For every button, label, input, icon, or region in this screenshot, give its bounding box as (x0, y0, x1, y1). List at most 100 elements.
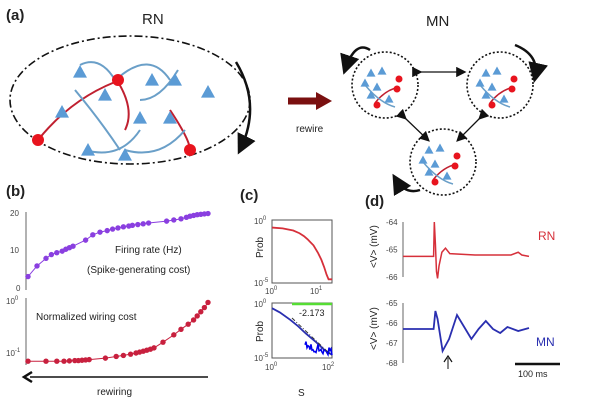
firing-rate-point (146, 220, 151, 225)
firing-rate-point (178, 216, 183, 221)
neuron-node (32, 134, 44, 146)
neuron-node (184, 144, 196, 156)
spike-cost-label: (Spike-generating cost) (87, 265, 190, 276)
wiring-cost-point (178, 327, 183, 332)
neuron-node (112, 74, 124, 86)
neuron-triangle (482, 69, 491, 77)
firing-rate-point (171, 217, 176, 222)
neuron-triangle (443, 172, 452, 180)
connection (118, 82, 129, 130)
d-top-ytick: -66 (386, 273, 398, 282)
slope-annotation: -2.173 (299, 308, 325, 318)
firing-rate-point (205, 211, 210, 216)
firing-rate-point (135, 222, 140, 227)
neuron-node (374, 102, 381, 109)
c-xtick: 100 (265, 286, 278, 296)
panel-c-label: (c) (240, 187, 258, 204)
rn-rotation-arrow (236, 62, 250, 150)
connection (118, 64, 170, 80)
c-ytick: 10-5 (254, 353, 269, 363)
firing-rate-point (70, 244, 75, 249)
firing-rate-point (97, 229, 102, 234)
connection (85, 130, 140, 153)
firing-rate-point (54, 250, 59, 255)
neuron-triangle (361, 79, 370, 87)
connection (170, 110, 190, 150)
firing-rate-point (90, 232, 95, 237)
wiring-cost-point (198, 309, 203, 314)
wiring-cost-point (121, 353, 126, 358)
neuron-node (511, 76, 518, 83)
rewire-arrowhead (316, 92, 332, 110)
connection (75, 90, 120, 150)
panel-d-axes: -64-65-66-65-66-67-68 (386, 218, 529, 368)
wiring-cost-point (205, 300, 210, 305)
firing-rate-point (164, 218, 169, 223)
b-bottom-ytick: 100 (6, 296, 19, 306)
wiring-cost-point (67, 358, 72, 363)
firing-rate-point (43, 256, 48, 261)
c-xlabel: S (298, 388, 305, 399)
wiring-cost-point (114, 354, 119, 359)
b-top-ytick: 20 (10, 209, 19, 218)
module-rotation-arrow (345, 48, 370, 71)
neuron-node (509, 86, 516, 93)
wiring-cost-point (171, 332, 176, 337)
neuron-triangle (488, 83, 497, 91)
firing-rate-point (49, 252, 54, 257)
mn-title: MN (426, 13, 449, 30)
wiring-cost-point (103, 355, 108, 360)
wiring-cost-point (61, 359, 66, 364)
rewiring-label: rewiring (97, 387, 132, 398)
module-link-arrow (405, 118, 428, 140)
module-rotation-arrow (515, 45, 536, 78)
d-ylabel-top: <V> (mV) (369, 225, 380, 268)
b-bottom-ytick: 10-1 (6, 348, 21, 358)
firing-rate-point (110, 226, 115, 231)
rn-network (32, 62, 215, 160)
b-top-ytick: 0 (16, 284, 21, 293)
panel-b-axes: 0 10 20 100 10-1 (6, 209, 211, 365)
firing-rate-point (25, 274, 30, 279)
mn-voltage-trace (403, 311, 529, 351)
d-bottom-ytick: -68 (386, 359, 398, 368)
c-top-axes (272, 220, 332, 283)
b-top-ytick: 10 (10, 246, 19, 255)
neuron-triangle (145, 73, 159, 86)
panel-b-label: (b) (6, 183, 25, 200)
neuron-triangle (419, 156, 428, 164)
neuron-triangle (500, 95, 509, 103)
neuron-triangle (201, 85, 215, 98)
neuron-triangle (385, 95, 394, 103)
c-xtick: 102 (322, 362, 335, 372)
neuron-node (452, 163, 459, 170)
neuron-triangle (436, 144, 445, 152)
legend-rn: RN (538, 229, 555, 243)
rn-boundary (10, 36, 250, 164)
neuron-triangle (493, 67, 502, 75)
rn-title: RN (142, 11, 164, 28)
wiring-cost-point (54, 359, 59, 364)
wiring-cost-point (202, 305, 207, 310)
d-bottom-ytick: -67 (386, 339, 398, 348)
wiring-cost-point (43, 359, 48, 364)
wiring-cost-point (195, 313, 200, 318)
legend-mn: MN (536, 335, 555, 349)
neuron-node (432, 179, 439, 186)
wiring-cost-point (128, 351, 133, 356)
firing-rate-point (115, 225, 120, 230)
panel-d-label: (d) (365, 193, 384, 210)
rn-distribution-line (272, 228, 332, 280)
neuron-triangle (378, 67, 387, 75)
neuron-node (396, 76, 403, 83)
firing-rate-point (141, 221, 146, 226)
wiring-cost-point (186, 321, 191, 326)
wiring-cost-point (25, 359, 30, 364)
c-xtick: 100 (265, 362, 278, 372)
scale-bar-label: 100 ms (518, 369, 548, 379)
c-ytick: 100 (254, 299, 267, 309)
rewire-label: rewire (296, 124, 324, 135)
d-bottom-ytick: -66 (386, 319, 398, 328)
